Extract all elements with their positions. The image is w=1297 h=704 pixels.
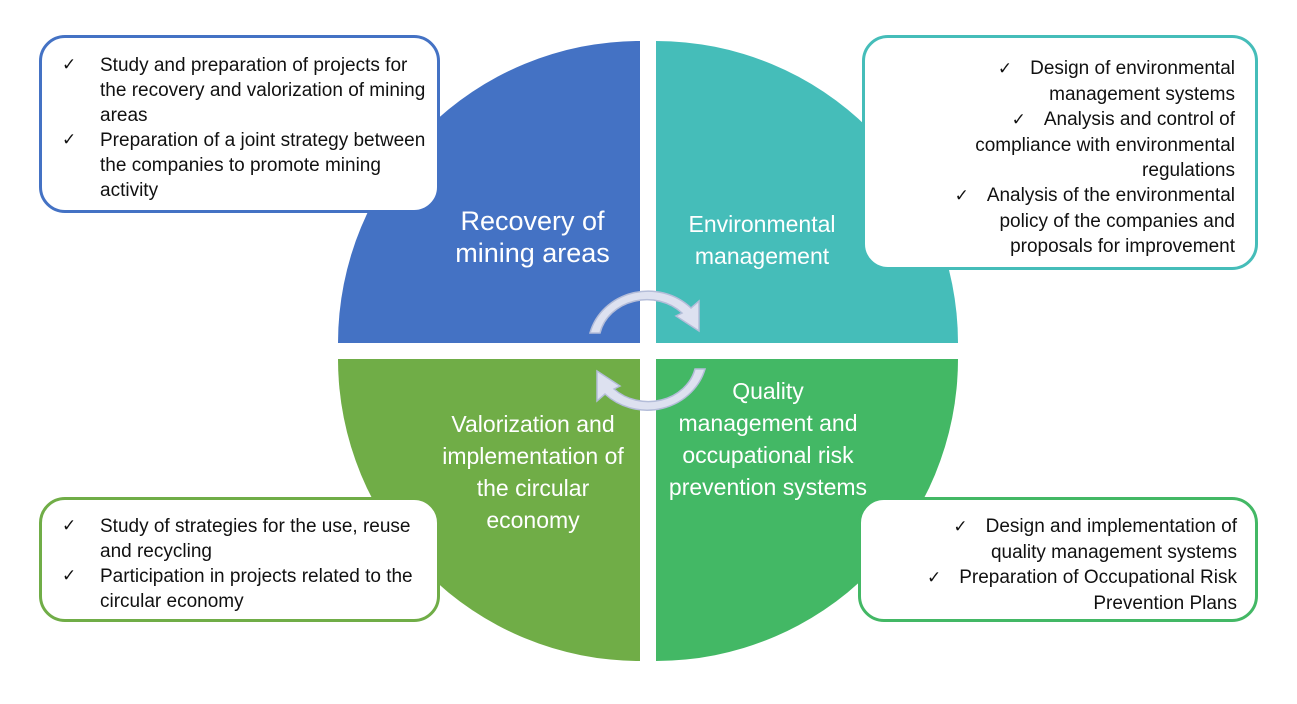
check-icon: ✓ — [1011, 110, 1026, 130]
circular-economy-activities-list: ✓ Study of strategies for the use, reuse… — [42, 514, 437, 614]
list-item: ✓ Study of strategies for the use, reuse… — [42, 514, 437, 564]
list-item: ✓ Analysis of the environmental policy of… — [935, 183, 1235, 259]
list-item-text: Analysis and control of compliance with … — [975, 109, 1235, 181]
quadrant-label-quality-management: Quality management and occupational risk… — [668, 378, 868, 500]
cycle-arrow-top — [589, 290, 700, 334]
list-item-text: Participation in projects related to the… — [100, 566, 413, 612]
quadrant-label-environmental: Environmental management — [688, 211, 836, 269]
check-icon: ✓ — [62, 516, 77, 536]
list-item-text: Design of environmental management syste… — [1030, 58, 1235, 105]
list-item: ✓ Design and implementation of quality ma… — [921, 514, 1237, 565]
check-icon: ✓ — [997, 59, 1013, 79]
list-item-text: Preparation of Occupational Risk Prevent… — [959, 567, 1237, 614]
quadrant-label-circular-economy: Valorization and implementation of the c… — [442, 411, 624, 533]
recovery-activities-box: ✓ Study and preparation of projects for … — [39, 35, 440, 213]
circular-economy-activities-box: ✓ Study of strategies for the use, reuse… — [39, 497, 440, 622]
check-icon: ✓ — [954, 186, 969, 206]
quadrant-circular-economy — [338, 359, 640, 661]
quality-activities-box: ✓ Design and implementation of quality ma… — [858, 497, 1258, 622]
list-item-text: Analysis of the environmental policy of … — [986, 185, 1235, 257]
list-item: ✓ Participation in projects related to t… — [42, 564, 437, 614]
quadrant-recovery — [338, 41, 640, 343]
list-item-text: Study of strategies for the use, reuse a… — [100, 516, 411, 562]
list-item: ✓ Study and preparation of projects for … — [42, 53, 437, 128]
check-icon: ✓ — [62, 130, 77, 150]
environmental-activities-box: ✓Design of environmental management syst… — [862, 35, 1258, 270]
check-icon: ✓ — [926, 568, 942, 588]
check-icon: ✓ — [62, 55, 77, 75]
cycle-arrow-bottom — [596, 368, 707, 411]
quadrant-quality-management — [656, 359, 958, 661]
environmental-activities-list: ✓Design of environmental management syst… — [935, 56, 1235, 259]
quality-activities-list: ✓ Design and implementation of quality ma… — [921, 514, 1237, 616]
recovery-activities-list: ✓ Study and preparation of projects for … — [42, 53, 437, 203]
list-item-text: Study and preparation of projects for th… — [100, 55, 426, 126]
list-item-text: Preparation of a joint strategy between … — [100, 130, 426, 201]
check-icon: ✓ — [62, 566, 77, 586]
list-item: ✓ Preparation of a joint strategy betwee… — [42, 128, 437, 203]
quadrant-label-recovery: Recovery of mining areas — [455, 206, 610, 268]
list-item: ✓ Preparation of Occupational Risk Preven… — [921, 565, 1237, 616]
list-item: ✓ Design of environmental management syst… — [935, 56, 1235, 107]
check-icon: ✓ — [953, 517, 968, 537]
list-item: ✓Analysis and control of compliance with… — [935, 107, 1235, 183]
list-item-text: Design and implementation of quality man… — [985, 516, 1237, 563]
